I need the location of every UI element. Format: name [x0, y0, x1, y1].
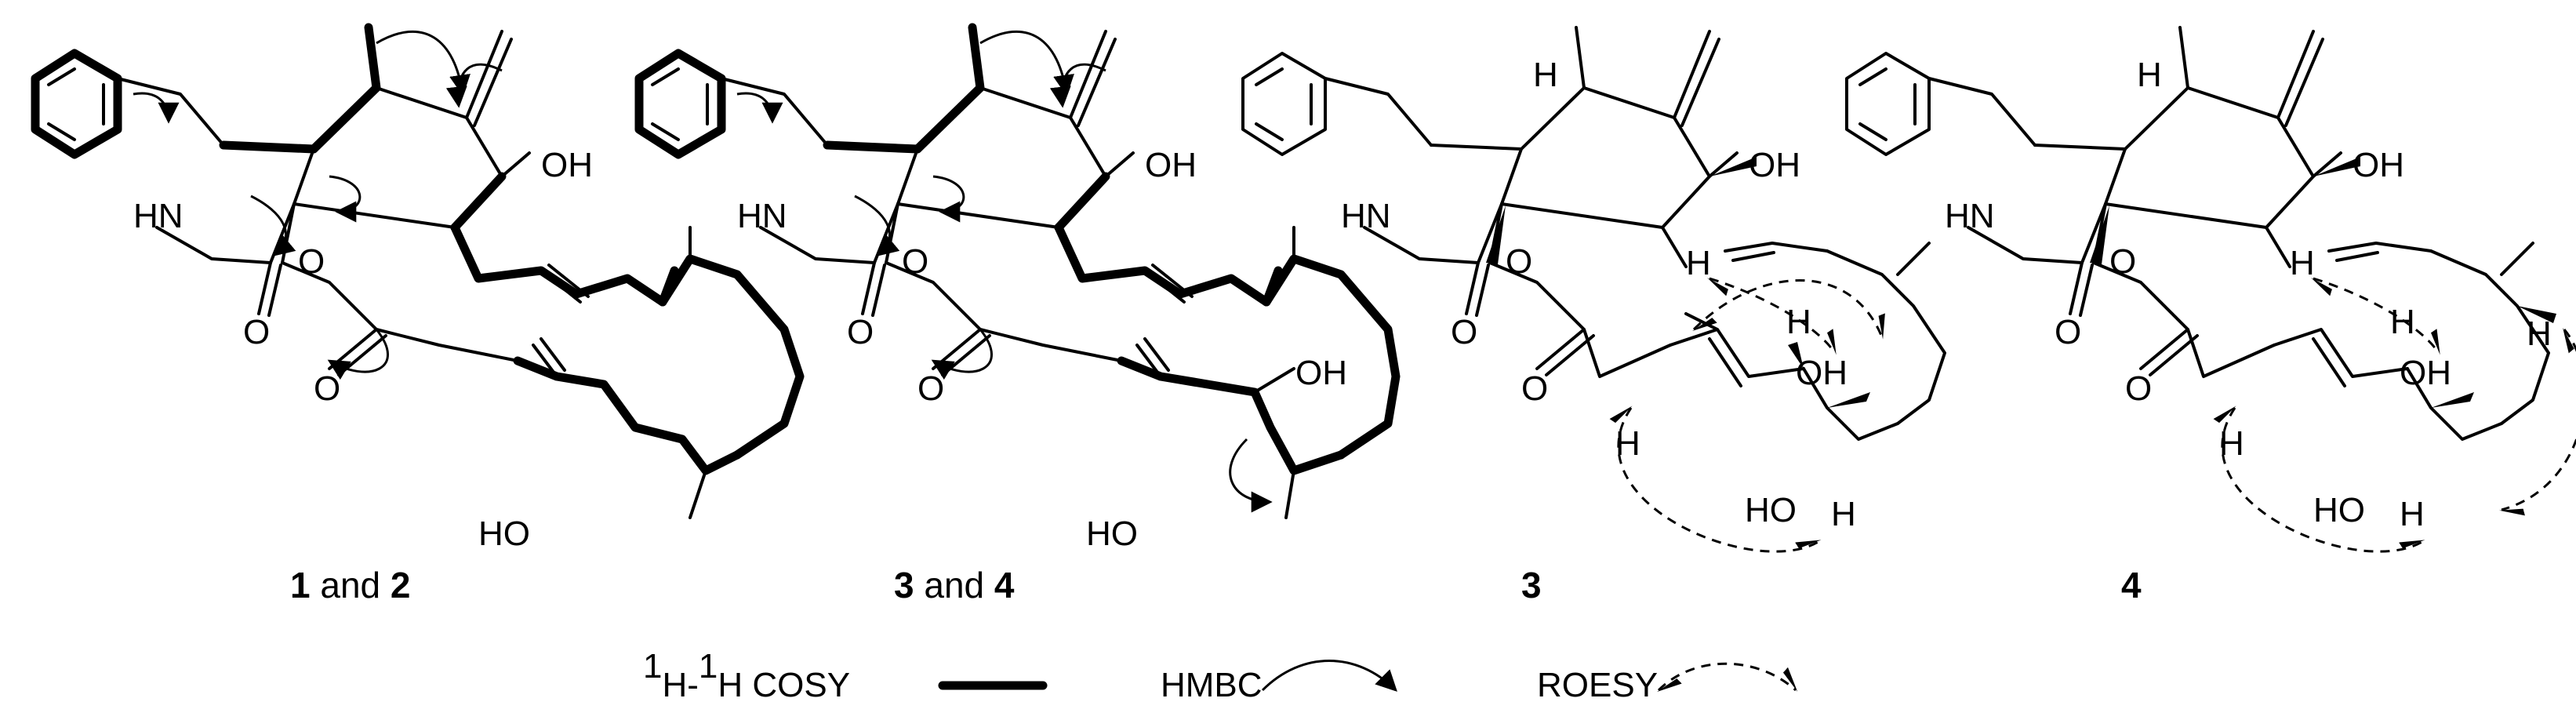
legend: 1H-1H COSY HMBC ROESY: [643, 647, 1798, 705]
cosy-bond: [450, 172, 507, 232]
atom-label-h: H: [1831, 495, 1856, 533]
atom-label-ho: HO: [1086, 515, 1138, 553]
caption-compounds-1-2: 1 and 2: [290, 565, 411, 605]
structure-4-stereo: [1845, 26, 2576, 553]
atom-label-o: O: [298, 242, 325, 281]
atom-label-h: H: [2527, 315, 2552, 353]
atom-label-h: H: [1533, 56, 1558, 94]
cosy-bond: [219, 140, 318, 154]
atom-label-oh: OH: [1796, 354, 1848, 392]
caption-connector: and: [914, 565, 994, 605]
legend-hmbc-arrow-sample: [1261, 660, 1397, 692]
legend-cosy-label: 1H-1H COSY: [643, 647, 850, 705]
atom-label-o: O: [1451, 313, 1477, 351]
atom-label-o: O: [2109, 242, 2136, 281]
atom-label-h: H: [1786, 303, 1811, 341]
caption-number: 3: [894, 565, 914, 605]
cosy-chain: [513, 356, 742, 475]
caption-connector: and: [311, 565, 391, 605]
cosy-chain: [658, 254, 805, 460]
atom-label-o: O: [902, 242, 928, 281]
atom-label-h: H: [1615, 424, 1640, 463]
atom-label-o: O: [1521, 369, 1548, 408]
atom-label-hn: HN: [1945, 197, 1995, 235]
caption-compound-3: 3: [1521, 565, 1542, 605]
caption-number: 4: [994, 565, 1015, 605]
atom-label-o: O: [847, 313, 874, 351]
atom-label-o: O: [314, 369, 340, 408]
atom-label-hn: HN: [737, 197, 787, 235]
atom-label-o: O: [2125, 369, 2152, 408]
atom-label-h: H: [2390, 303, 2415, 341]
structure-3-and-4: [634, 23, 1401, 519]
structure-3-stereo: [1241, 26, 1946, 553]
atom-label-oh: OH: [1295, 354, 1347, 392]
legend-hmbc-label: HMBC: [1161, 666, 1263, 704]
superscript: 1: [699, 647, 718, 685]
atom-label-hn: HN: [133, 197, 183, 235]
legend-text: H-: [662, 666, 698, 704]
legend-text: H COSY: [718, 666, 850, 704]
legend-roesy-arrow-sample: [1656, 662, 1798, 693]
atom-label-ho: HO: [1745, 491, 1797, 529]
atom-label-h: H: [1686, 244, 1711, 282]
structure-1-and-2: [31, 23, 805, 519]
atom-label-hn: HN: [1341, 197, 1391, 235]
atom-label-ho: HO: [2313, 491, 2365, 529]
atom-label-oh: OH: [2400, 354, 2451, 392]
atom-label-h: H: [2219, 424, 2244, 463]
atom-label-o: O: [243, 313, 270, 351]
atom-label-o: O: [917, 369, 944, 408]
caption-number: 2: [391, 565, 411, 605]
atom-label-o: O: [2055, 313, 2081, 351]
atom-label-h: H: [2400, 495, 2425, 533]
caption-compounds-3-4: 3 and 4: [894, 565, 1015, 605]
superscript: 1: [643, 647, 662, 685]
legend-roesy-label: ROESY: [1537, 666, 1658, 704]
atom-label-h: H: [2290, 244, 2315, 282]
cosy-bond: [309, 23, 381, 154]
atom-label-ho: HO: [478, 515, 530, 553]
atom-label-h: H: [2137, 56, 2162, 94]
atom-label-oh: OH: [1749, 146, 1800, 184]
cosy-phenyl-bond: [31, 49, 122, 159]
atom-label-oh: OH: [1145, 146, 1197, 184]
atom-label-oh: OH: [541, 146, 593, 184]
atom-label-oh: OH: [2353, 146, 2404, 184]
caption-compound-4: 4: [2121, 565, 2142, 605]
caption-number: 1: [290, 565, 311, 605]
atom-label-o: O: [1506, 242, 1532, 281]
